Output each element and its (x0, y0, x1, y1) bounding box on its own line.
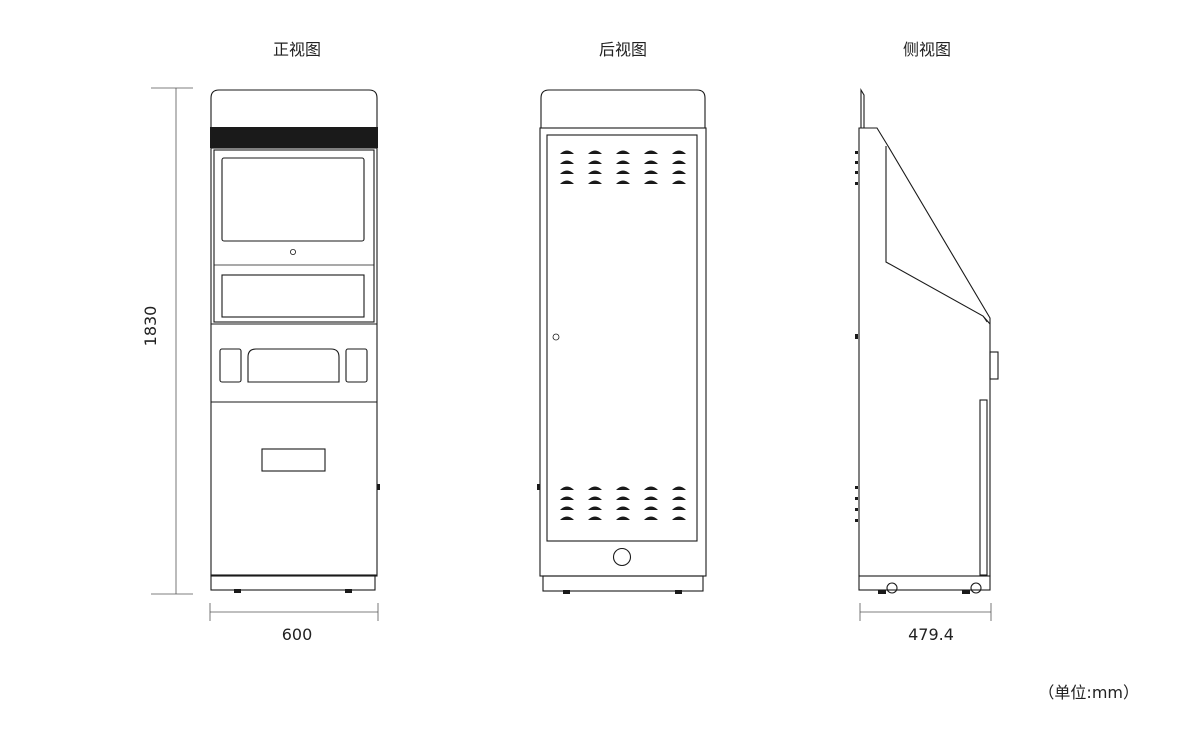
side-handle (989, 351, 999, 380)
vent-slot (616, 150, 630, 154)
vent-slot (560, 160, 574, 164)
vent-slot (588, 160, 602, 164)
side-view (855, 88, 999, 594)
front-foot-right (345, 589, 352, 593)
side-screen-slope (885, 146, 991, 325)
front-camera-icon (289, 248, 296, 255)
vent-slot (644, 486, 658, 490)
vent-slot (672, 180, 686, 184)
side-depth-label: 479.4 (908, 625, 954, 644)
back-door-panel (546, 134, 698, 542)
vent-slot (672, 160, 686, 164)
side-caster-left (886, 582, 898, 594)
vent-slot (672, 150, 686, 154)
vent-slot (588, 486, 602, 490)
back-view-title: 后视图 (599, 40, 647, 59)
vent-slot (672, 516, 686, 520)
vent-slot (588, 496, 602, 500)
vent-slot (644, 496, 658, 500)
back-foot-right (675, 590, 682, 594)
back-header-cap (540, 89, 706, 128)
front-main-screen (221, 157, 365, 242)
front-center-slot (247, 348, 340, 383)
vent-slot (560, 496, 574, 500)
unit-note: （单位:mm） (1038, 683, 1139, 702)
front-lower-slot (261, 448, 326, 472)
vent-slot (588, 516, 602, 520)
side-caster-right (970, 582, 982, 594)
front-side-latch (377, 484, 380, 490)
vent-slot (616, 496, 630, 500)
vent-slot (588, 506, 602, 510)
vent-slot (616, 180, 630, 184)
back-side-latch (537, 484, 540, 490)
side-base (858, 575, 991, 591)
vent-slot (644, 516, 658, 520)
front-right-module (345, 348, 368, 383)
side-depth-dimension (859, 603, 992, 621)
vent-slot (672, 506, 686, 510)
vent-slot (616, 486, 630, 490)
vent-slot (616, 170, 630, 174)
back-foot-left (563, 590, 570, 594)
back-view (537, 89, 707, 594)
front-secondary-screen (221, 274, 365, 318)
front-screen-bezel (213, 149, 375, 323)
back-vent-grid (560, 150, 686, 520)
front-left-module (219, 348, 242, 383)
vent-slot (560, 516, 574, 520)
vent-slot (672, 496, 686, 500)
vent-slot (672, 486, 686, 490)
vent-slot (560, 170, 574, 174)
front-width-dimension (209, 603, 379, 621)
vent-slot (588, 170, 602, 174)
side-view-title: 侧视图 (903, 40, 951, 59)
vent-slot (672, 170, 686, 174)
vent-slot (560, 180, 574, 184)
height-dimension-label: 1830 (141, 306, 160, 347)
front-top-band (210, 127, 378, 148)
vent-slot (644, 160, 658, 164)
vent-slot (560, 486, 574, 490)
front-header-cap (210, 89, 378, 128)
vent-slot (644, 170, 658, 174)
vent-slot (616, 516, 630, 520)
side-rear-hinges (855, 151, 858, 522)
vent-slot (588, 180, 602, 184)
back-door-lock-icon (552, 333, 560, 341)
front-body (210, 147, 378, 577)
vent-slot (644, 150, 658, 154)
side-header-cap (860, 88, 865, 128)
vent-slot (560, 150, 574, 154)
back-base (542, 575, 704, 592)
vent-slot (644, 180, 658, 184)
height-dimension (151, 87, 193, 595)
vent-slot (616, 506, 630, 510)
side-body-profile (858, 127, 991, 577)
front-view-title: 正视图 (273, 40, 321, 59)
back-cable-port (612, 547, 632, 567)
front-width-label: 600 (282, 625, 313, 644)
vent-slot (644, 506, 658, 510)
side-door-edge (979, 399, 988, 576)
vent-slot (560, 506, 574, 510)
front-base (210, 574, 376, 591)
front-view (210, 89, 380, 593)
front-foot-left (234, 589, 241, 593)
vent-slot (588, 150, 602, 154)
vent-slot (616, 160, 630, 164)
